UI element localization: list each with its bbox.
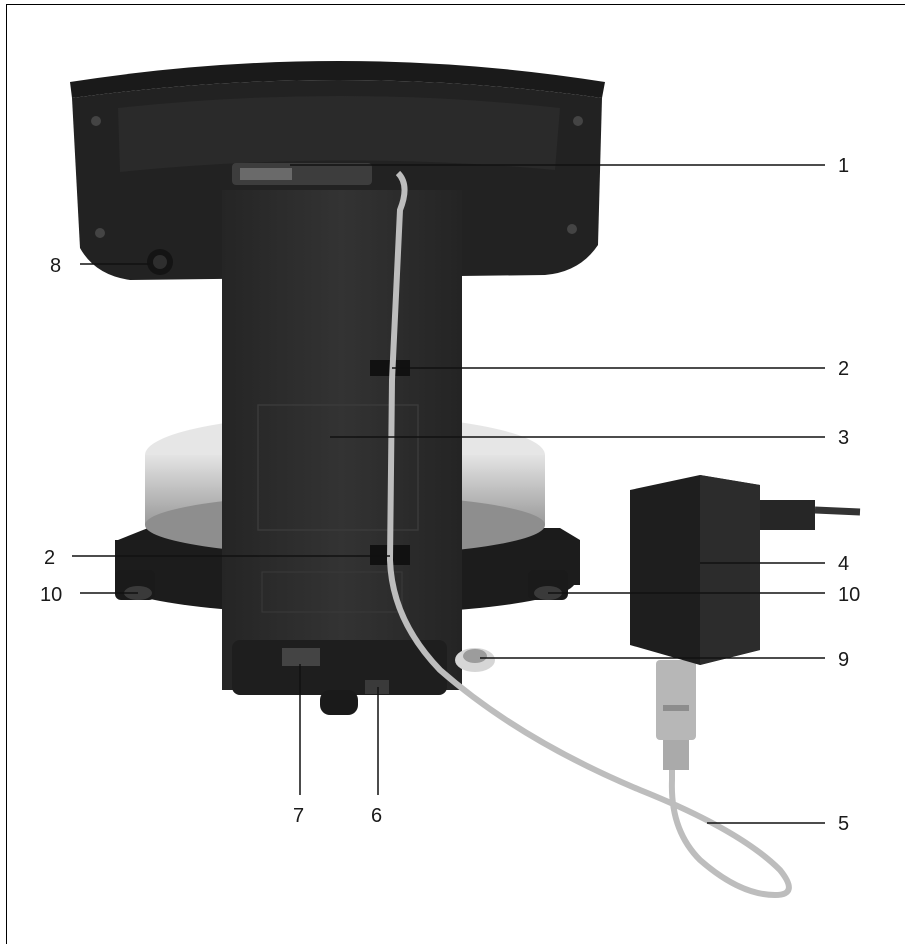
callout-8: 8	[50, 255, 61, 277]
display-head	[70, 61, 605, 280]
callout-4: 4	[838, 553, 849, 575]
foot-left	[115, 570, 155, 600]
callout-2-lower: 2	[44, 547, 55, 569]
callout-6: 6	[371, 805, 382, 827]
figure-frame	[6, 4, 905, 944]
column-body	[222, 190, 462, 715]
callout-3: 3	[838, 427, 849, 449]
leader-lines	[72, 164, 825, 824]
usb-plug	[656, 660, 696, 770]
callout-7: 7	[293, 805, 304, 827]
callout-10-right: 10	[838, 584, 860, 606]
usb-cable	[386, 170, 792, 899]
callout-9: 9	[838, 649, 849, 671]
foot-right	[528, 570, 568, 600]
callout-5: 5	[838, 813, 849, 835]
callout-1: 1	[838, 155, 849, 177]
callout-2-upper: 2	[838, 358, 849, 380]
power-button	[147, 249, 173, 275]
callout-10-left: 10	[40, 584, 62, 606]
security-ring	[455, 648, 495, 672]
power-adapter	[630, 475, 861, 665]
